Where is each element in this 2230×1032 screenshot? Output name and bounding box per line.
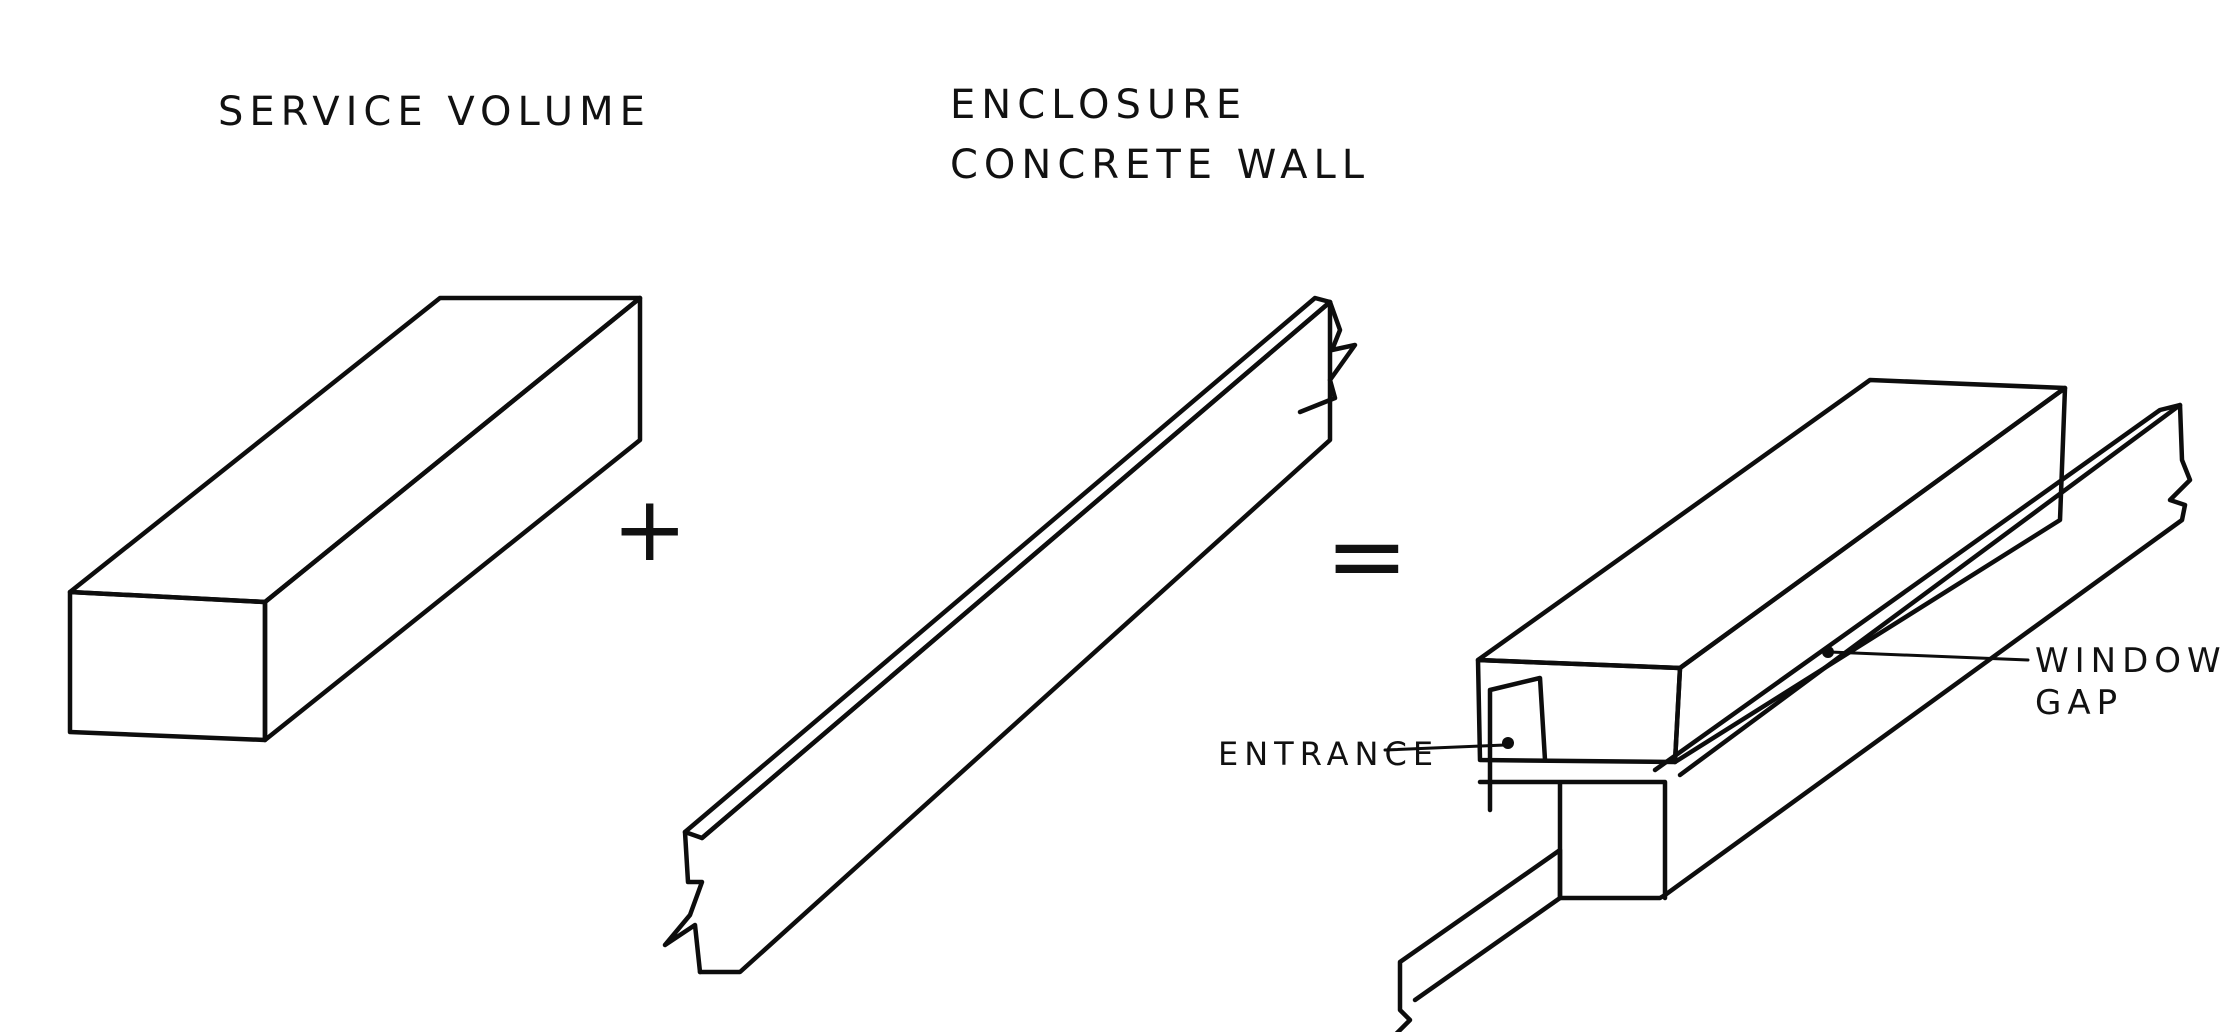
assembly-opening — [1477, 779, 1668, 901]
assembly-volume-top — [1475, 377, 2068, 671]
label-enclosure: ENCLOSURE — [950, 82, 1247, 128]
combined-assembly — [1394, 377, 2193, 1032]
label-gap: GAP — [2035, 683, 2123, 723]
entrance-cutout — [1487, 675, 1548, 813]
service-volume-box — [67, 295, 643, 743]
label-concrete-wall: CONCRETE WALL — [950, 142, 1370, 188]
entrance-leader-line — [1383, 743, 1507, 752]
window-gap-annotation: WINDOW GAP — [1822, 641, 2227, 723]
plus-sign: + — [612, 477, 693, 582]
label-window: WINDOW — [2035, 641, 2227, 681]
assembly-front-wall-face — [1557, 892, 1668, 901]
service-volume-side-face — [262, 295, 643, 743]
entrance-leader-dot — [1502, 737, 1514, 749]
window-gap-leader-dot — [1822, 646, 1834, 658]
assembly-wall-top — [1652, 402, 2183, 778]
service-volume-front-face — [67, 589, 268, 743]
wall-face — [697, 299, 1333, 975]
concrete-wall — [662, 295, 1358, 975]
equals-sign: = — [1325, 497, 1415, 614]
window-gap-leader-line — [1828, 650, 2030, 662]
assembly-wall-face — [1662, 402, 2193, 898]
service-volume-top-face — [67, 295, 643, 605]
entrance-annotation: ENTRANCE — [1218, 735, 1514, 773]
label-entrance: ENTRANCE — [1218, 735, 1439, 773]
label-service-volume: SERVICE VOLUME — [218, 89, 651, 135]
wall-break-top — [1297, 299, 1358, 415]
wall-break-bottom — [662, 829, 705, 975]
assembly-front-wall — [1394, 847, 1563, 1032]
assembly-volume-side — [1672, 385, 2068, 765]
assembly-volume-front — [1475, 657, 1683, 765]
